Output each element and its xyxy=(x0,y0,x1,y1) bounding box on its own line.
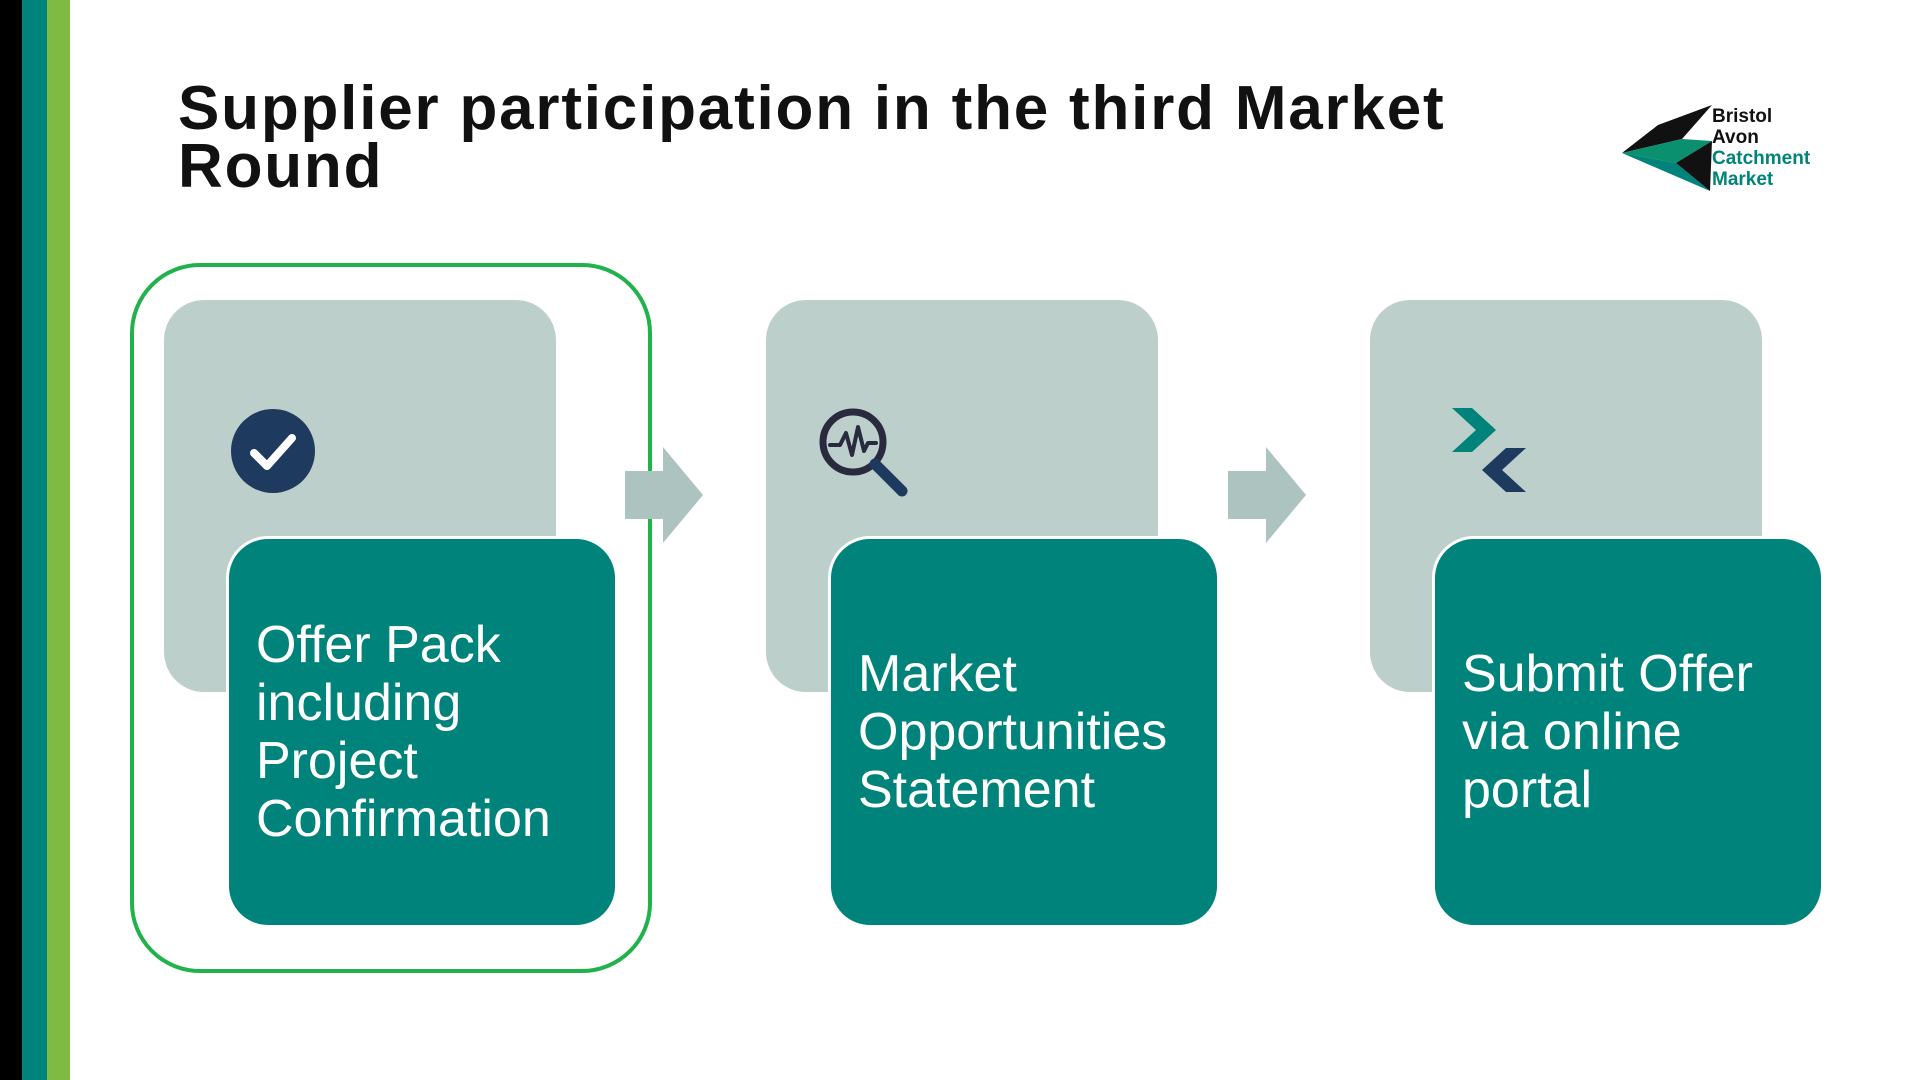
step-2-label: Market Opportunities Statement xyxy=(858,645,1168,819)
left-stripe-teal xyxy=(22,0,47,1080)
logo-mark-icon xyxy=(1622,105,1712,191)
step-3-card: Submit Offer via online portal xyxy=(1432,536,1824,928)
logo-text-line-1: Bristol xyxy=(1712,106,1773,127)
step-1-label: Offer Pack including Project Confirmatio… xyxy=(256,616,551,848)
arrow-right-icon xyxy=(625,447,703,543)
left-stripe-green xyxy=(47,0,70,1080)
magnifier-pulse-icon xyxy=(816,405,908,502)
logo-text-line-4: Market xyxy=(1712,169,1774,190)
bristol-avon-catchment-market-logo: Bristol Avon Catchment Market xyxy=(1620,100,1840,200)
step-3-label: Submit Offer via online portal xyxy=(1462,645,1753,819)
check-circle-icon xyxy=(230,408,316,499)
step-2-card: Market Opportunities Statement xyxy=(828,536,1220,928)
arrow-right-icon xyxy=(1228,447,1306,543)
logo-text-line-3: Catchment xyxy=(1712,148,1811,169)
slide-title: Supplier participation in the third Mark… xyxy=(178,74,1446,201)
chevron-arrows-icon xyxy=(1450,408,1530,503)
logo-text-line-2: Avon xyxy=(1712,127,1759,148)
current-step-highlight xyxy=(130,263,652,973)
step-1-card: Offer Pack including Project Confirmatio… xyxy=(226,536,618,928)
left-stripe-black xyxy=(0,0,22,1080)
